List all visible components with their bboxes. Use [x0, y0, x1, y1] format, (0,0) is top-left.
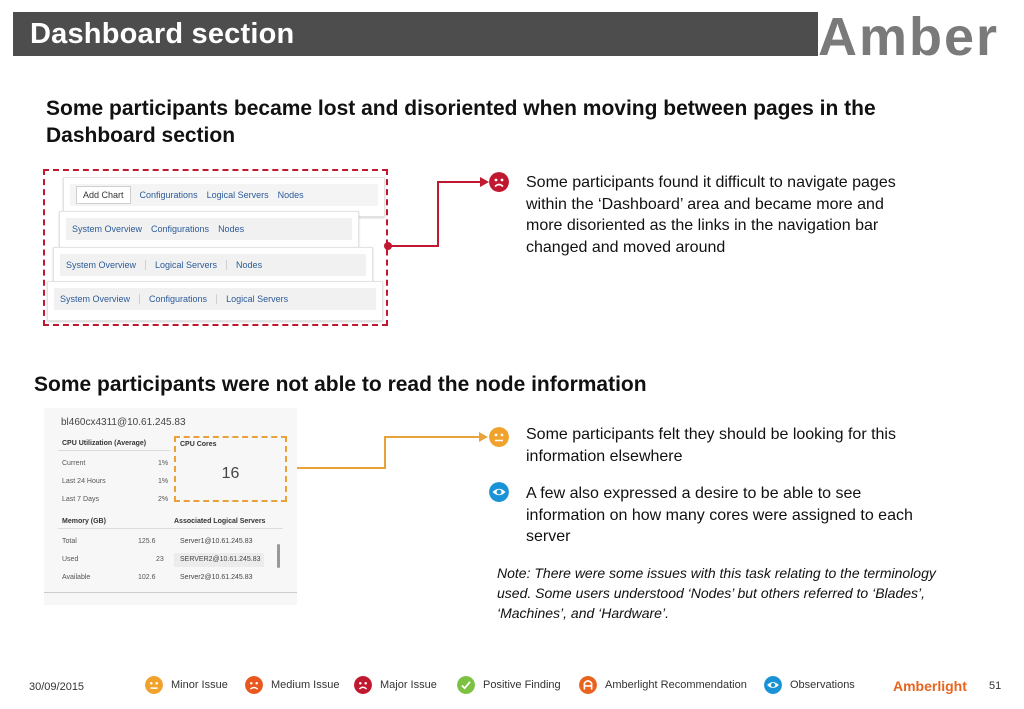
- server-row: Server1@10.61.245.83: [174, 535, 264, 549]
- legend-major: Major Issue: [354, 674, 437, 696]
- major-arrowhead: [480, 177, 489, 187]
- legend-minor: Minor Issue: [145, 674, 228, 696]
- nav-link: Configurations: [149, 294, 218, 304]
- navigation-screenshot: Add Chart Configurations Logical Servers…: [43, 169, 388, 326]
- legend-label: Minor Issue: [171, 679, 228, 691]
- cpu-row-value: 1%: [158, 478, 169, 485]
- nav-link: Logical Servers: [155, 260, 228, 270]
- cpu-row-label: Current: [62, 460, 86, 467]
- nav-link: Nodes: [236, 260, 263, 270]
- note-text: Note: There were some issues with this t…: [497, 565, 936, 621]
- legend-label: Major Issue: [380, 679, 437, 691]
- header-bar: [13, 12, 818, 56]
- nav-link: Configurations: [151, 224, 210, 234]
- footer: 30/09/2015 Minor Issue Medium Issue Majo…: [0, 674, 1024, 698]
- legend-positive: Positive Finding: [457, 674, 561, 696]
- nav-link: System Overview: [66, 260, 147, 270]
- observation-icon: [764, 676, 782, 694]
- minor-issue-text: Some participants felt they should be lo…: [526, 426, 896, 465]
- nav-strip: System Overview Configurations Logical S…: [47, 281, 383, 321]
- nav-link: System Overview: [72, 224, 143, 234]
- nav-link: Nodes: [218, 224, 245, 234]
- memory-row-value: 102.6: [138, 574, 156, 581]
- legend-label: Positive Finding: [483, 679, 561, 691]
- memory-row-label: Total: [62, 538, 77, 545]
- memory-row-label: Used: [62, 556, 79, 563]
- brand-logo: Amber: [818, 7, 1000, 67]
- nav-link: Configurations: [139, 190, 198, 200]
- legend-observation: Observations: [764, 674, 855, 696]
- legend-recommendation: Amberlight Recommendation: [579, 674, 747, 696]
- memory-row-value: 125.6: [138, 538, 156, 545]
- amberlight-recommendation-icon: [579, 676, 597, 694]
- minor-arrowhead: [479, 432, 488, 442]
- major-connector: [388, 181, 481, 247]
- section1-heading: Some participants became lost and disori…: [46, 97, 876, 147]
- checkmark-icon: [457, 676, 475, 694]
- nav-link: Nodes: [277, 190, 304, 200]
- cpu-cores-value: 16: [221, 465, 240, 482]
- cpu-row-label: Last 7 Days: [62, 496, 99, 503]
- nav-strip: System Overview Logical Servers Nodes: [53, 247, 373, 285]
- cpu-utilization-title: CPU Utilization (Average): [62, 440, 147, 447]
- nav-link: Logical Servers: [226, 294, 289, 304]
- nav-link: System Overview: [60, 294, 141, 304]
- cpu-cores-box: CPU Cores 16: [174, 436, 287, 502]
- scrollbar-thumb[interactable]: [277, 544, 280, 568]
- divider: [44, 592, 297, 593]
- memory-row-value: 23: [156, 556, 164, 563]
- nav-link: Logical Servers: [206, 190, 269, 200]
- page-number: 51: [989, 680, 1002, 692]
- memory-title: Memory (GB): [62, 518, 106, 525]
- medium-issue-icon: [245, 676, 263, 694]
- slide-title: Dashboard section: [30, 18, 295, 50]
- nav-link: Add Chart: [76, 186, 131, 204]
- major-issue-text: Some participants found it difficult to …: [526, 174, 896, 256]
- memory-row-label: Available: [62, 574, 91, 581]
- footer-brand-logo: Amberlight: [893, 678, 967, 694]
- servers-title: Associated Logical Servers: [174, 518, 266, 525]
- cpu-cores-title: CPU Cores: [180, 441, 217, 448]
- legend-label: Amberlight Recommendation: [605, 679, 747, 691]
- minor-issue-icon: [145, 676, 163, 694]
- node-id: bl460cx4311@10.61.245.83: [61, 417, 186, 428]
- cpu-row-value: 1%: [158, 460, 169, 467]
- minor-issue-icon: [489, 427, 509, 447]
- scrollbar[interactable]: [276, 532, 281, 590]
- divider: [58, 528, 283, 529]
- divider: [58, 450, 170, 451]
- section2-heading: Some participants were not able to read …: [34, 373, 647, 396]
- legend-label: Medium Issue: [271, 679, 340, 691]
- nav-strip: System Overview Configurations Nodes: [59, 211, 359, 249]
- legend-label: Observations: [790, 679, 855, 691]
- observation-text: A few also expressed a desire to be able…: [526, 485, 913, 545]
- server-row: SERVER2@10.61.245.83: [174, 553, 264, 567]
- major-issue-icon: [489, 172, 509, 192]
- major-issue-icon: [354, 676, 372, 694]
- observation-icon: [489, 482, 509, 502]
- minor-connector: [287, 436, 480, 469]
- nav-strip: Add Chart Configurations Logical Servers…: [63, 177, 385, 217]
- legend-medium: Medium Issue: [245, 674, 339, 696]
- footer-date: 30/09/2015: [29, 681, 85, 693]
- server-row: Server2@10.61.245.83: [174, 571, 264, 585]
- node-info-screenshot: bl460cx4311@10.61.245.83 CPU Utilization…: [44, 408, 297, 605]
- cpu-row-label: Last 24 Hours: [62, 478, 106, 485]
- cpu-row-value: 2%: [158, 496, 169, 503]
